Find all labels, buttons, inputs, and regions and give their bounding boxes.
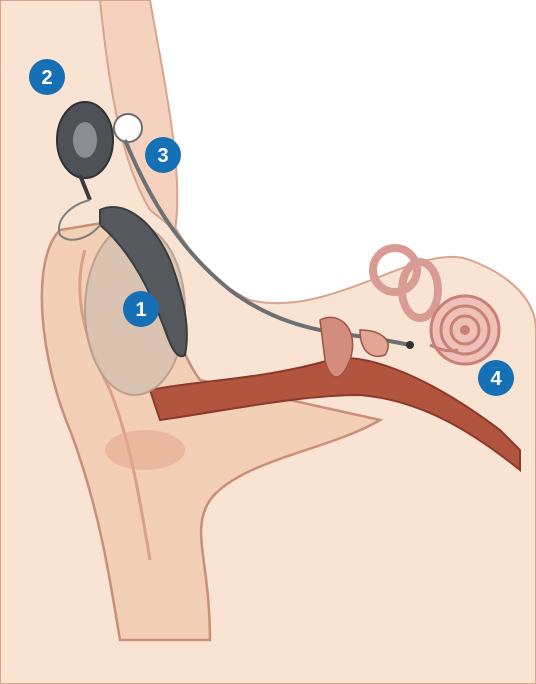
callout-2: 2	[29, 59, 65, 95]
callout-label-1: 1	[135, 299, 146, 321]
implant-receiver	[114, 114, 142, 142]
callout-label-3: 3	[157, 145, 168, 167]
callout-3: 3	[145, 137, 181, 173]
callout-label-2: 2	[41, 67, 52, 89]
callout-4: 4	[478, 360, 514, 396]
ear-shading	[105, 430, 185, 470]
callout-1: 1	[123, 291, 159, 327]
callout-label-4: 4	[490, 368, 502, 390]
